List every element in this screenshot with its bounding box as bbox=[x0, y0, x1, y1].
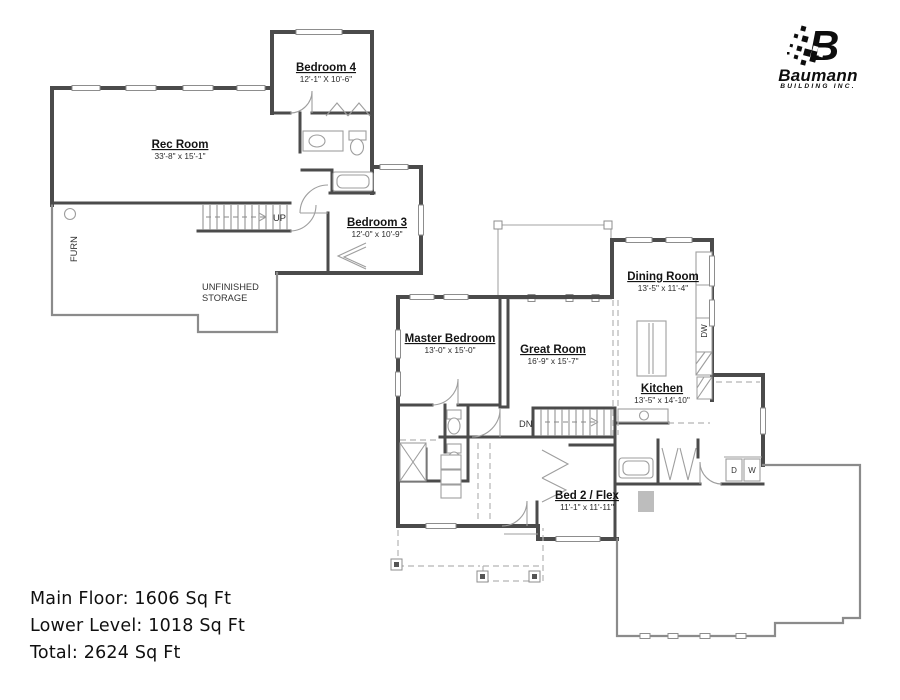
lower-storage-walls bbox=[50, 203, 279, 334]
porch-outline bbox=[390, 528, 544, 583]
kitchen-fixtures bbox=[617, 251, 713, 423]
company-logo: B Baumann BUILDING INC. bbox=[758, 22, 878, 90]
stairs-up-label: UP bbox=[273, 213, 286, 223]
logo-brand-text: Baumann bbox=[778, 66, 858, 85]
square-footage-summary: Main Floor: 1606 Sq Ft Lower Level: 1018… bbox=[30, 586, 245, 667]
logo-tagline-text: BUILDING INC. bbox=[780, 83, 856, 90]
lower-door-swings bbox=[289, 90, 371, 270]
room-dims-great-room: 16'-9" x 15'-7" bbox=[527, 356, 578, 366]
room-label-great-room: Great Room bbox=[520, 344, 586, 356]
garage-walls bbox=[615, 463, 862, 638]
room-dims-bed2-flex: 11'-1" x 11'-11" bbox=[560, 502, 614, 512]
lower-bath-fixtures bbox=[63, 130, 374, 221]
storage-label-line2: STORAGE bbox=[202, 293, 247, 303]
room-label-master-bedroom: Master Bedroom bbox=[405, 333, 496, 345]
main-door-swings bbox=[431, 378, 570, 535]
room-label-kitchen: Kitchen bbox=[641, 383, 683, 395]
room-dims-rec-room: 33'-8" x 15'-1" bbox=[154, 151, 205, 161]
lower-window-markers bbox=[71, 29, 424, 236]
summary-total: Total: 2624 Sq Ft bbox=[30, 643, 181, 663]
summary-main-floor: Main Floor: 1606 Sq Ft bbox=[30, 589, 232, 609]
room-label-bedroom4: Bedroom 4 bbox=[296, 62, 357, 74]
stairs-dn-label: DN bbox=[519, 419, 532, 429]
storage-label-line1: UNFINISHED bbox=[202, 282, 259, 292]
dishwasher-label: DW bbox=[700, 324, 709, 338]
room-dims-bedroom4: 12'-1" X 10'-6" bbox=[300, 74, 352, 84]
main-window-markers bbox=[395, 237, 766, 542]
room-dims-master-bedroom: 13'-0" x 15'-0" bbox=[424, 345, 475, 355]
furnace-label: FURN bbox=[69, 236, 79, 262]
room-label-dining-room: Dining Room bbox=[627, 271, 699, 283]
dryer-label: D bbox=[731, 466, 737, 475]
washer-label: W bbox=[748, 466, 756, 475]
solid-block bbox=[638, 491, 654, 512]
room-label-bed2-flex: Bed 2 / Flex bbox=[555, 490, 620, 502]
lower-interior-walls bbox=[50, 111, 376, 275]
room-label-bedroom3: Bedroom 3 bbox=[347, 217, 407, 229]
summary-lower-level: Lower Level: 1018 Sq Ft bbox=[30, 616, 246, 636]
garage-door-ticks bbox=[639, 633, 747, 639]
room-dims-kitchen: 13'-5" x 14'-10" bbox=[634, 395, 690, 405]
room-label-rec-room: Rec Room bbox=[152, 139, 209, 151]
master-bath-fixtures bbox=[399, 409, 462, 499]
room-dims-dining-room: 13'-5" x 11'-4" bbox=[638, 283, 688, 293]
main-interior-walls bbox=[396, 295, 765, 541]
pixelated-b-icon: B bbox=[787, 22, 839, 68]
lower-level-plan: Bedroom 4 12'-1" X 10'-6" Rec Room 33'-8… bbox=[50, 29, 424, 334]
laundry-area bbox=[618, 381, 762, 485]
deck-outline bbox=[493, 220, 613, 302]
main-floor-plan: Master Bedroom 13'-0" x 15'-0" Great Roo… bbox=[390, 220, 862, 639]
room-dims-bedroom3: 12'-0" x 10'-9" bbox=[351, 229, 402, 239]
